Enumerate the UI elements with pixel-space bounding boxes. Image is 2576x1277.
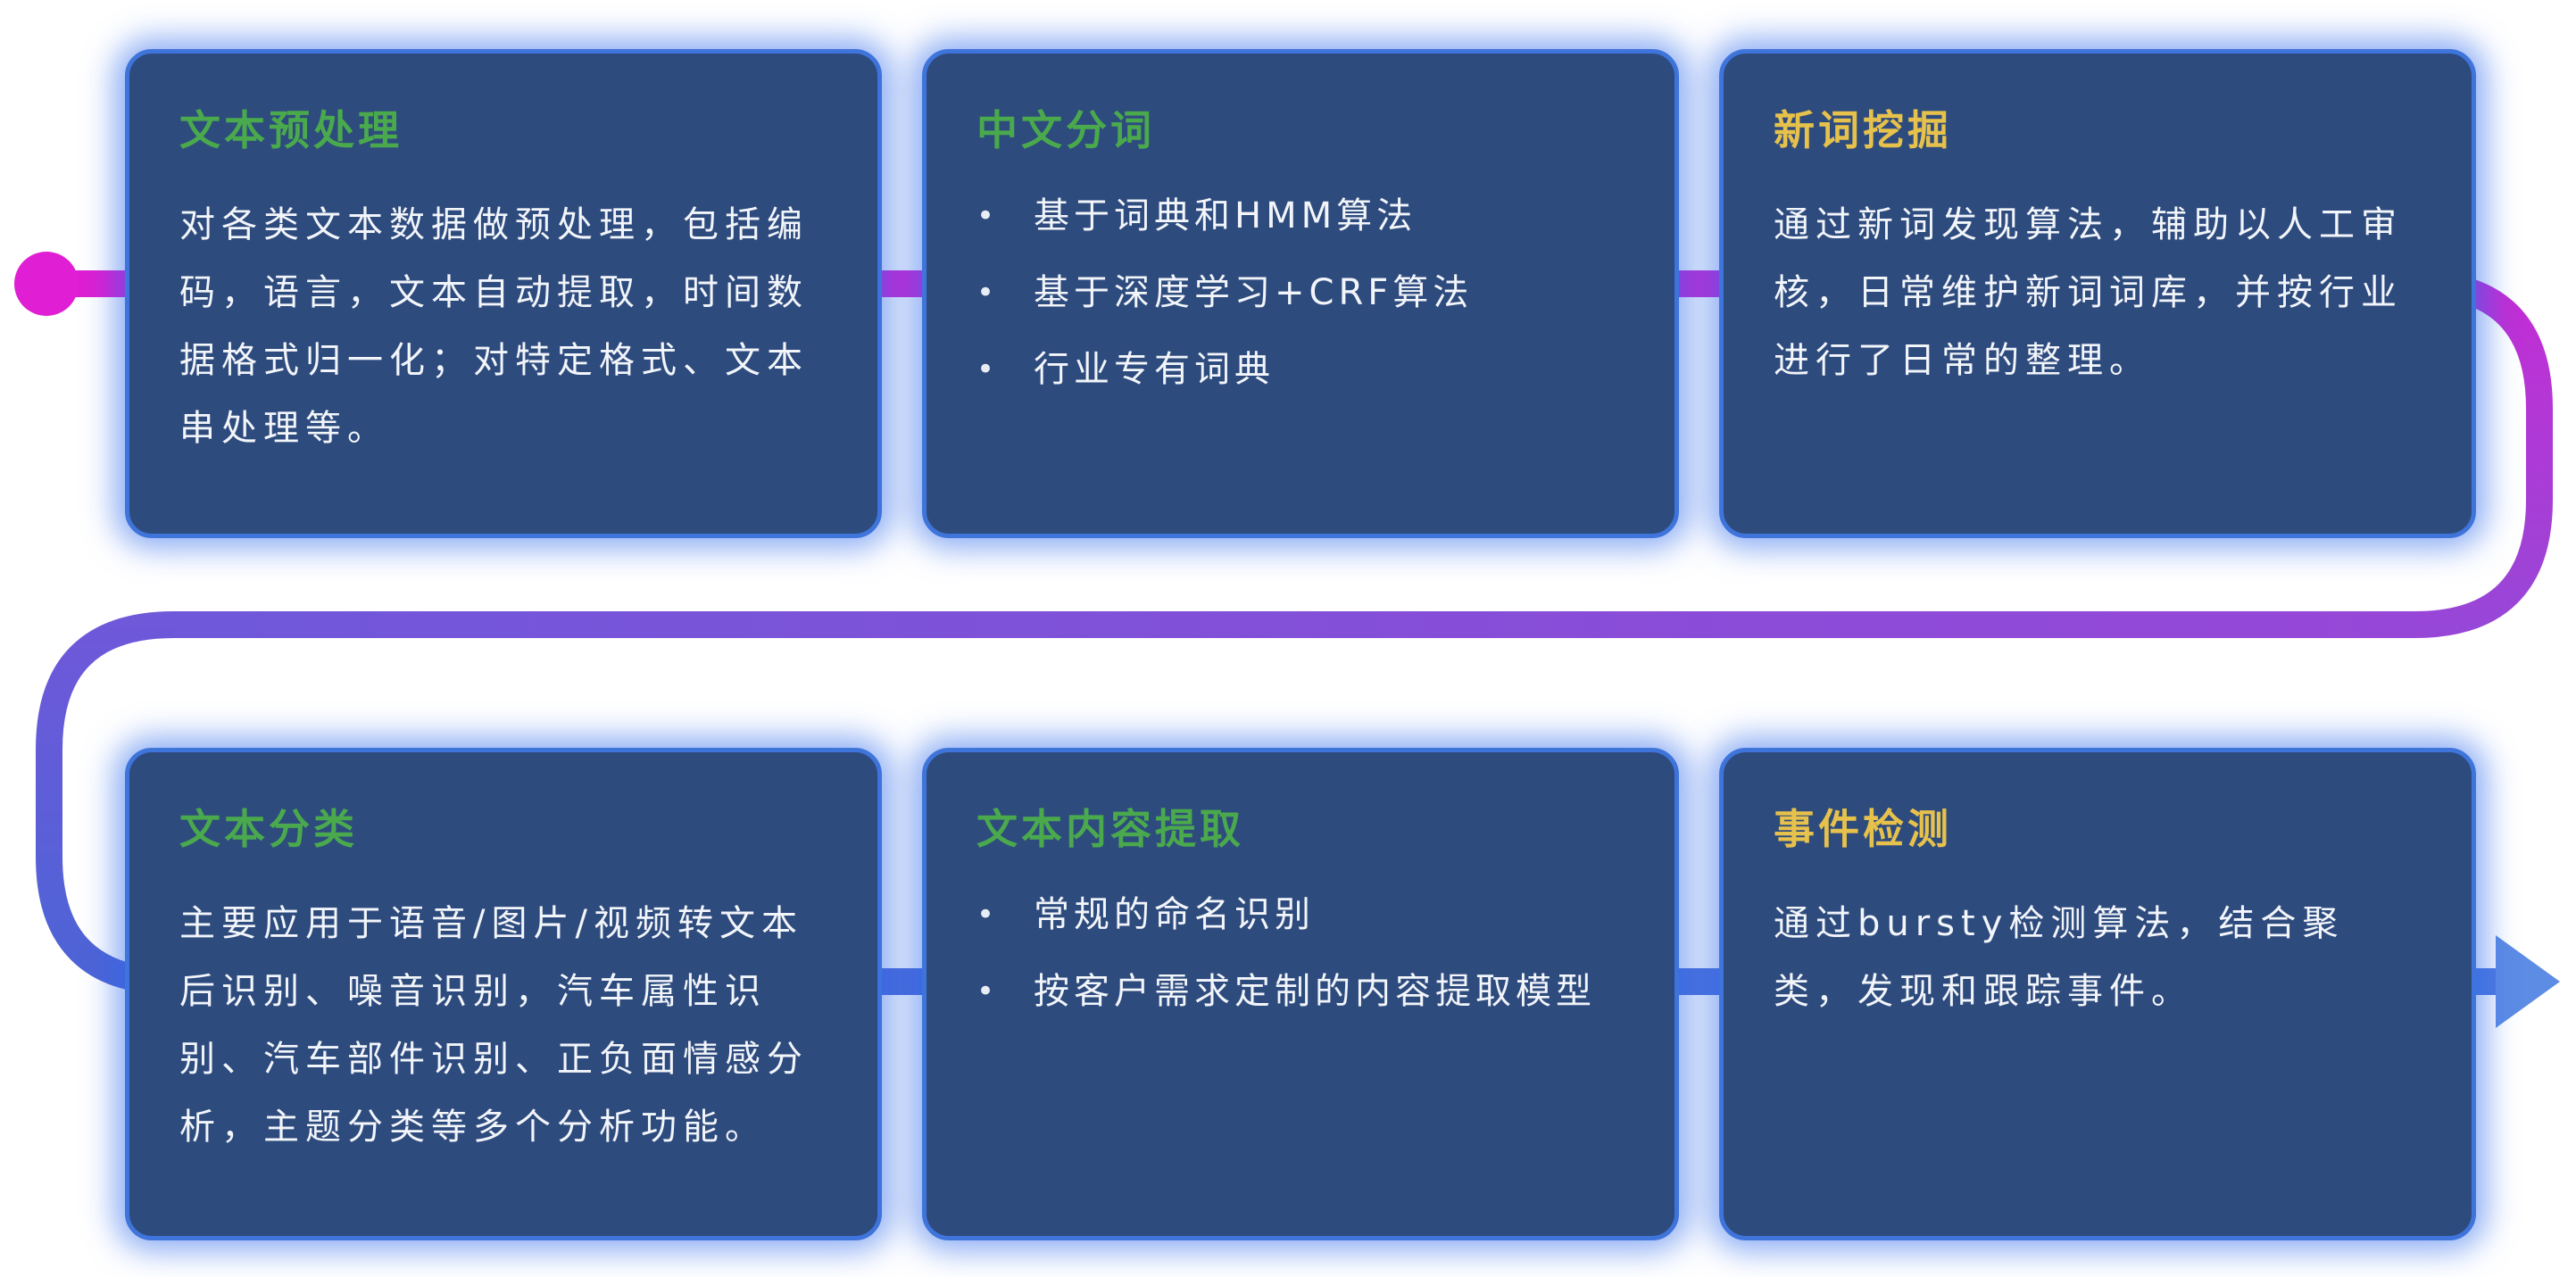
bullet-item: • 基于深度学习+CRF算法 [976, 268, 1625, 318]
card-body: 主要应用于语音/图片/视频转文本后识别、噪音识别，汽车属性识别、汽车部件识别、正… [179, 903, 809, 1148]
card-text-content-extraction: 文本内容提取 • 常规的命名识别 • 按客户需求定制的内容提取模型 [922, 748, 1679, 1240]
card-body: 通过bursty检测算法，结合聚类，发现和跟踪事件。 [1774, 903, 2345, 1012]
bullet-item: • 常规的命名识别 [976, 890, 1625, 940]
card-title: 新词挖掘 [1774, 106, 1952, 154]
card-title: 事件检测 [1774, 805, 1952, 853]
bullet-dot-icon: • [976, 352, 1000, 388]
card-body: 对各类文本数据做预处理，包括编码，语言，文本自动提取，时间数据格式归一化；对特定… [179, 204, 809, 449]
bullet-text: 行业专有词典 [1034, 349, 1275, 391]
card-event-detection: 事件检测 通过bursty检测算法，结合聚类，发现和跟踪事件。 [1719, 748, 2476, 1240]
bullet-dot-icon: • [976, 198, 1000, 234]
card-title: 文本分类 [179, 805, 358, 853]
card-title: 中文分词 [976, 106, 1155, 154]
card-text-preprocessing: 文本预处理 对各类文本数据做预处理，包括编码，语言，文本自动提取，时间数据格式归… [125, 49, 882, 538]
card-body: 通过新词发现算法，辅助以人工审核，日常维护新词词库，并按行业进行了日常的整理。 [1774, 204, 2403, 381]
bullet-dot-icon: • [976, 974, 1000, 1010]
bullet-text: 按客户需求定制的内容提取模型 [1034, 971, 1596, 1013]
flow-end-arrow-icon [2496, 935, 2560, 1028]
bullet-text: 基于深度学习+CRF算法 [1034, 272, 1474, 314]
bullet-text: 基于词典和HMM算法 [1034, 195, 1417, 236]
card-chinese-word-segmentation: 中文分词 • 基于词典和HMM算法 • 基于深度学习+CRF算法 • 行业专有词… [922, 49, 1679, 538]
bullet-item: • 行业专有词典 [976, 344, 1625, 394]
card-title: 文本预处理 [179, 106, 403, 154]
bullet-list: • 常规的命名识别 • 按客户需求定制的内容提取模型 [976, 890, 1625, 1016]
bullet-dot-icon: • [976, 897, 1000, 933]
flow-start-dot [14, 252, 79, 316]
card-text-classification: 文本分类 主要应用于语音/图片/视频转文本后识别、噪音识别，汽车属性识别、汽车部… [125, 748, 882, 1240]
bullet-list: • 基于词典和HMM算法 • 基于深度学习+CRF算法 • 行业专有词典 [976, 191, 1625, 394]
flow-segment-right-curve [2414, 270, 2553, 638]
card-new-word-mining: 新词挖掘 通过新词发现算法，辅助以人工审核，日常维护新词词库，并按行业进行了日常… [1719, 49, 2476, 538]
bullet-item: • 按客户需求定制的内容提取模型 [976, 966, 1625, 1016]
bullet-dot-icon: • [976, 275, 1000, 311]
bullet-text: 常规的命名识别 [1034, 894, 1315, 935]
card-title: 文本内容提取 [976, 805, 1244, 853]
bullet-item: • 基于词典和HMM算法 [976, 191, 1625, 241]
flow-segment-left-curve [36, 611, 175, 995]
